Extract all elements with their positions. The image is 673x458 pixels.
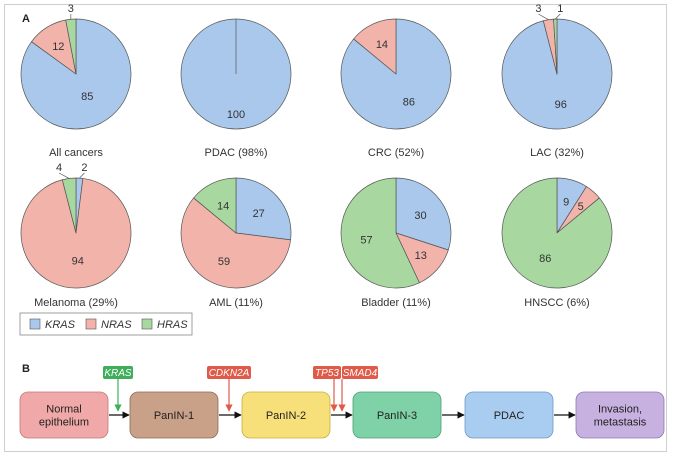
- legend: KRAS NRAS HRAS: [19, 312, 193, 336]
- panel-letter-b: B: [22, 363, 30, 375]
- pie-4-label-kras: 96: [555, 99, 567, 111]
- pie-1-label-hras: 3: [68, 3, 74, 15]
- pie-4-label-nras: 3: [535, 3, 541, 15]
- pie-7-label-kras: 30: [414, 210, 426, 222]
- pie-8-slice-hras: [501, 177, 613, 289]
- stage-label-5: PDAC: [494, 410, 525, 422]
- pie-7-label-nras: 13: [415, 250, 427, 262]
- pie-7-slice-kras: [395, 177, 452, 251]
- pie-6-label-nras: 59: [218, 256, 230, 268]
- legend-swatch-kras: [29, 318, 41, 330]
- pie-6-slice-nras: [180, 197, 291, 289]
- pie-1-label-nras: 12: [52, 41, 64, 53]
- pie-6-slice-kras: [235, 177, 292, 241]
- pie-5-leader-kras: [79, 172, 85, 179]
- stage-label-3: PanIN-2: [266, 410, 306, 422]
- stage-box-3: [241, 391, 331, 439]
- stage-box-1: [19, 391, 109, 439]
- pie-5-caption: Melanoma (29%): [34, 297, 118, 309]
- pie-6-caption: AML (11%): [209, 297, 263, 309]
- pie-5-slice-hras: [61, 177, 77, 234]
- stage-label-6: Invasion,metastasis: [594, 404, 647, 429]
- pie-6-label-kras: 27: [253, 208, 265, 220]
- gene-label-kras: KRAS: [104, 368, 132, 379]
- pie-8-label-hras: 86: [539, 253, 551, 265]
- gene-label-tp53: TP53: [315, 368, 339, 379]
- pie-1-label-kras: 85: [81, 91, 93, 103]
- pie-1-caption: All cancers: [49, 147, 103, 159]
- pie-2-label-kras: 100: [227, 109, 245, 121]
- pie-5-label-nras: 94: [72, 255, 84, 267]
- legend-label-nras: NRAS: [101, 319, 132, 331]
- legend-swatch-hras: [141, 318, 153, 330]
- pie-3-label-kras: 86: [403, 96, 415, 108]
- pie-6-slice-hras: [193, 177, 237, 234]
- legend-label-kras: KRAS: [45, 319, 76, 331]
- panel-letter-a: A: [22, 13, 30, 25]
- pie-2-caption: PDAC (98%): [205, 147, 268, 159]
- pie-8-label-nras: 5: [578, 201, 584, 213]
- stage-label-4: PanIN-3: [377, 410, 417, 422]
- stage-box-4: [352, 391, 442, 439]
- pie-4-leader-nras: [538, 13, 549, 20]
- pie-4-label-hras: 1: [557, 3, 563, 15]
- pie-4-caption: LAC (32%): [530, 147, 584, 159]
- legend-box: [19, 312, 193, 336]
- stage-box-5: [464, 391, 554, 439]
- gene-tag-kras: [103, 366, 133, 379]
- legend-swatch-nras: [85, 318, 97, 330]
- gene-label-smad4: SMAD4: [343, 368, 378, 379]
- pie-5-label-kras: 2: [81, 162, 87, 174]
- pie-8-label-kras: 9: [563, 196, 569, 208]
- pie-4-leader-hras: [555, 13, 561, 20]
- pie-3-caption: CRC (52%): [368, 147, 424, 159]
- pie-6-label-hras: 14: [217, 201, 229, 213]
- gene-tag-tp53: [313, 366, 341, 379]
- pie-8-caption: HNSCC (6%): [524, 297, 589, 309]
- gene-tag-smad4: [342, 366, 378, 379]
- pie-5-label-hras: 4: [56, 162, 62, 174]
- stage-box-6: [575, 391, 665, 439]
- pie-7-slice-hras: [340, 177, 420, 289]
- gene-label-cdkn2a: CDKN2A: [209, 368, 250, 379]
- gene-tag-cdkn2a: [207, 366, 251, 379]
- pie-3-label-nras: 14: [376, 39, 388, 51]
- stage-label-2: PanIN-1: [154, 410, 194, 422]
- stage-box-2: [129, 391, 219, 439]
- pie-7-label-hras: 57: [360, 235, 372, 247]
- legend-label-hras: HRAS: [157, 319, 188, 331]
- pie-5-leader-hras: [58, 172, 70, 179]
- pie-7-caption: Bladder (11%): [361, 297, 431, 309]
- pie-3-slice-nras: [353, 18, 397, 75]
